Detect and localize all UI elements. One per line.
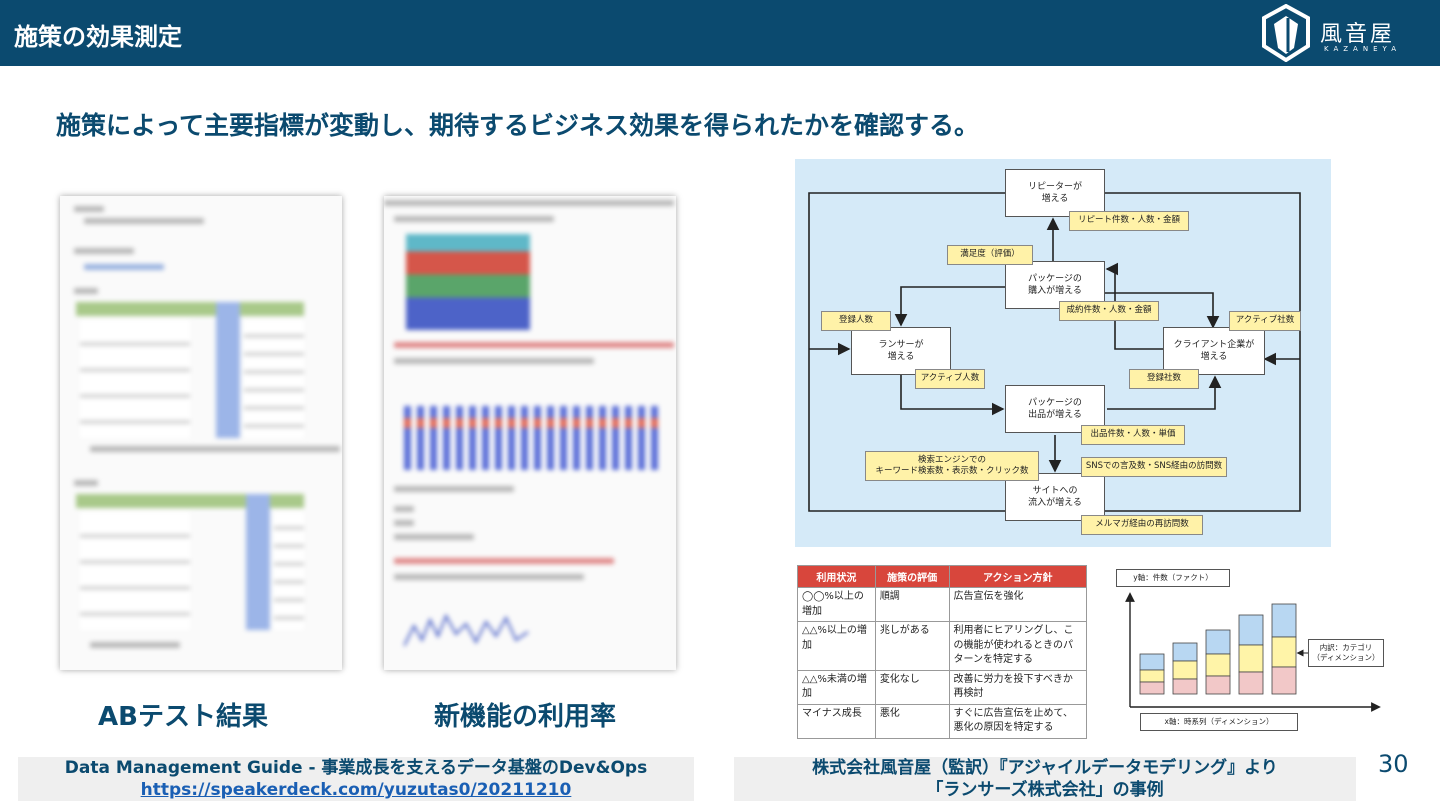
stacked-bar-graphic: [1125, 592, 1381, 712]
tag-listing: 出品件数・人数・単価: [1081, 425, 1185, 445]
table-cell: ◯◯%以上の増加: [797, 587, 876, 622]
table-cell: 広告宣伝を強化: [948, 587, 1088, 622]
table-cell: 悪化: [874, 703, 950, 739]
table-row: ◯◯%以上の増加 順調 広告宣伝を強化: [797, 587, 1088, 622]
page-number: 30: [1378, 750, 1409, 778]
tag-active-companies: アクティブ社数: [1229, 311, 1301, 331]
kazaneya-logo: 風音屋 KAZANEYA: [1258, 4, 1428, 62]
tag-contract: 成約件数・人数・金額: [1059, 301, 1159, 321]
tag-registered: 登録人数: [821, 311, 891, 331]
table-row: △△%以上の増加 兆しがある 利用者にヒアリングし、この機能が使われるときのパタ…: [797, 621, 1088, 671]
diagram-arrows: [808, 192, 1301, 512]
tag-registered-companies: 登録社数: [1129, 369, 1199, 389]
table-cell: 順調: [874, 587, 950, 622]
logo-subtext: KAZANEYA: [1324, 45, 1402, 53]
kpi-causal-diagram: リピーターが 増える パッケージの 購入が増える ランサーが 増える クライアン…: [795, 159, 1331, 547]
page-title: 施策の効果測定: [14, 23, 182, 51]
logo-text: 風音屋: [1320, 22, 1396, 47]
y-axis-label: y軸：件数（ファクト）: [1116, 569, 1230, 587]
source-left-title: Data Management Guide - 事業成長を支えるデータ基盤のDe…: [64, 758, 648, 778]
table-cell: △△%以上の増加: [797, 621, 876, 671]
x-axis-label: x軸：時系列（ディメンション）: [1140, 713, 1298, 731]
category-label: 内訳：カテゴリ （ディメンション）: [1308, 639, 1384, 667]
tag-satisfaction: 満足度（評価）: [947, 245, 1033, 265]
tag-mail: メルマガ経由の再訪問数: [1081, 515, 1203, 535]
node-lancer: ランサーが 増える: [851, 327, 951, 375]
source-left-link[interactable]: https://speakerdeck.com/yuzutas0/2021121…: [140, 780, 572, 800]
table-header: 利用状況: [797, 565, 876, 588]
tag-repeat-count: リピート件数・人数・金額: [1069, 211, 1189, 231]
source-right: 株式会社風音屋（監訳）『アジャイルデータモデリング』より 「ランサーズ株式会社」…: [734, 757, 1356, 801]
table-row: △△%未満の増加 変化なし 改善に労力を投下すべきか再検討: [797, 669, 1088, 705]
tag-search-engine: 検索エンジンでの キーワード検索数・表示数・クリック数: [865, 451, 1039, 481]
evaluation-table: 利用状況 施策の評価 アクション方針 ◯◯%以上の増加 順調 広告宣伝を強化 △…: [797, 565, 1088, 739]
table-cell: マイナス成長: [797, 703, 876, 739]
header-bar: 施策の効果測定 風音屋 KAZANEYA: [0, 0, 1440, 66]
ab-test-thumbnail: [60, 196, 342, 670]
tag-sns: SNSでの言及数・SNS経由の訪問数: [1081, 457, 1227, 477]
source-right-line1: 株式会社風音屋（監訳）『アジャイルデータモデリング』より: [812, 758, 1278, 778]
node-site-traffic: サイトへの 流入が増える: [1005, 473, 1105, 521]
logo-shield-icon: [1262, 4, 1310, 62]
table-cell: 改善に労力を投下すべきか再検討: [948, 669, 1088, 705]
feature-usage-caption: 新機能の利用率: [434, 702, 617, 732]
table-header: アクション方針: [948, 565, 1088, 588]
table-header-row: 利用状況 施策の評価 アクション方針: [797, 565, 1088, 588]
table-row: マイナス成長 悪化 すぐに広告宣伝を止めて、悪化の原因を特定する: [797, 703, 1088, 739]
feature-usage-thumbnail: [384, 196, 676, 670]
table-cell: 利用者にヒアリングし、この機能が使われるときのパターンを特定する: [948, 621, 1088, 671]
stacked-bar-illustration: y軸：件数（ファクト） 内訳：カテゴリ （ディメンション） x軸：時系列（ディメ…: [1108, 565, 1398, 743]
node-repeater: リピーターが 増える: [1005, 169, 1105, 217]
table-header: 施策の評価: [874, 565, 950, 588]
slide-subtitle: 施策によって主要指標が変動し、期待するビジネス効果を得られたかを確認する。: [56, 111, 980, 140]
node-client: クライアント企業が 増える: [1163, 327, 1265, 375]
table-cell: △△%未満の増加: [797, 669, 876, 705]
table-cell: 兆しがある: [874, 621, 950, 671]
table-cell: すぐに広告宣伝を止めて、悪化の原因を特定する: [948, 703, 1088, 739]
source-right-line2: 「ランサーズ株式会社」の事例: [926, 780, 1164, 800]
tag-active-people: アクティブ人数: [915, 369, 985, 389]
table-cell: 変化なし: [874, 669, 950, 705]
ab-test-caption: ABテスト結果: [98, 702, 268, 732]
source-left: Data Management Guide - 事業成長を支えるデータ基盤のDe…: [18, 757, 694, 801]
